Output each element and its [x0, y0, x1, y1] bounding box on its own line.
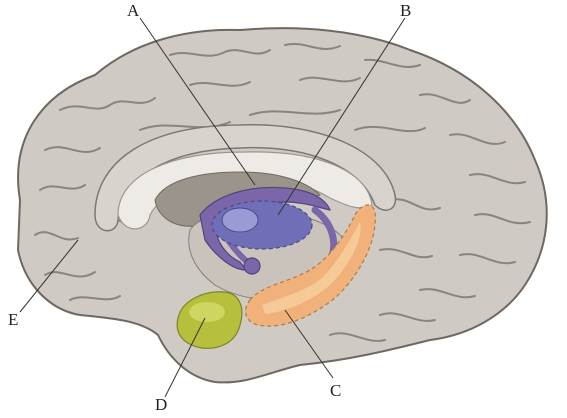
thalamus-highlight [221, 207, 259, 233]
label-e: E [8, 310, 18, 329]
leader-lines [19, 17, 406, 398]
label-d: D [155, 395, 167, 413]
leader-line-d [164, 317, 206, 398]
leader-line-c [284, 309, 334, 379]
leader-line-a [139, 17, 256, 186]
sulci [34, 42, 531, 342]
hippocampus-highlight [262, 222, 361, 314]
mammillary-body [243, 257, 261, 275]
label-b: B [400, 1, 411, 20]
leader-line-e [19, 239, 79, 313]
label-a: A [127, 1, 140, 20]
amygdala-highlight [189, 302, 225, 322]
leader-line-b [277, 17, 406, 216]
label-c: C [330, 381, 341, 400]
hippocampus [244, 204, 376, 327]
